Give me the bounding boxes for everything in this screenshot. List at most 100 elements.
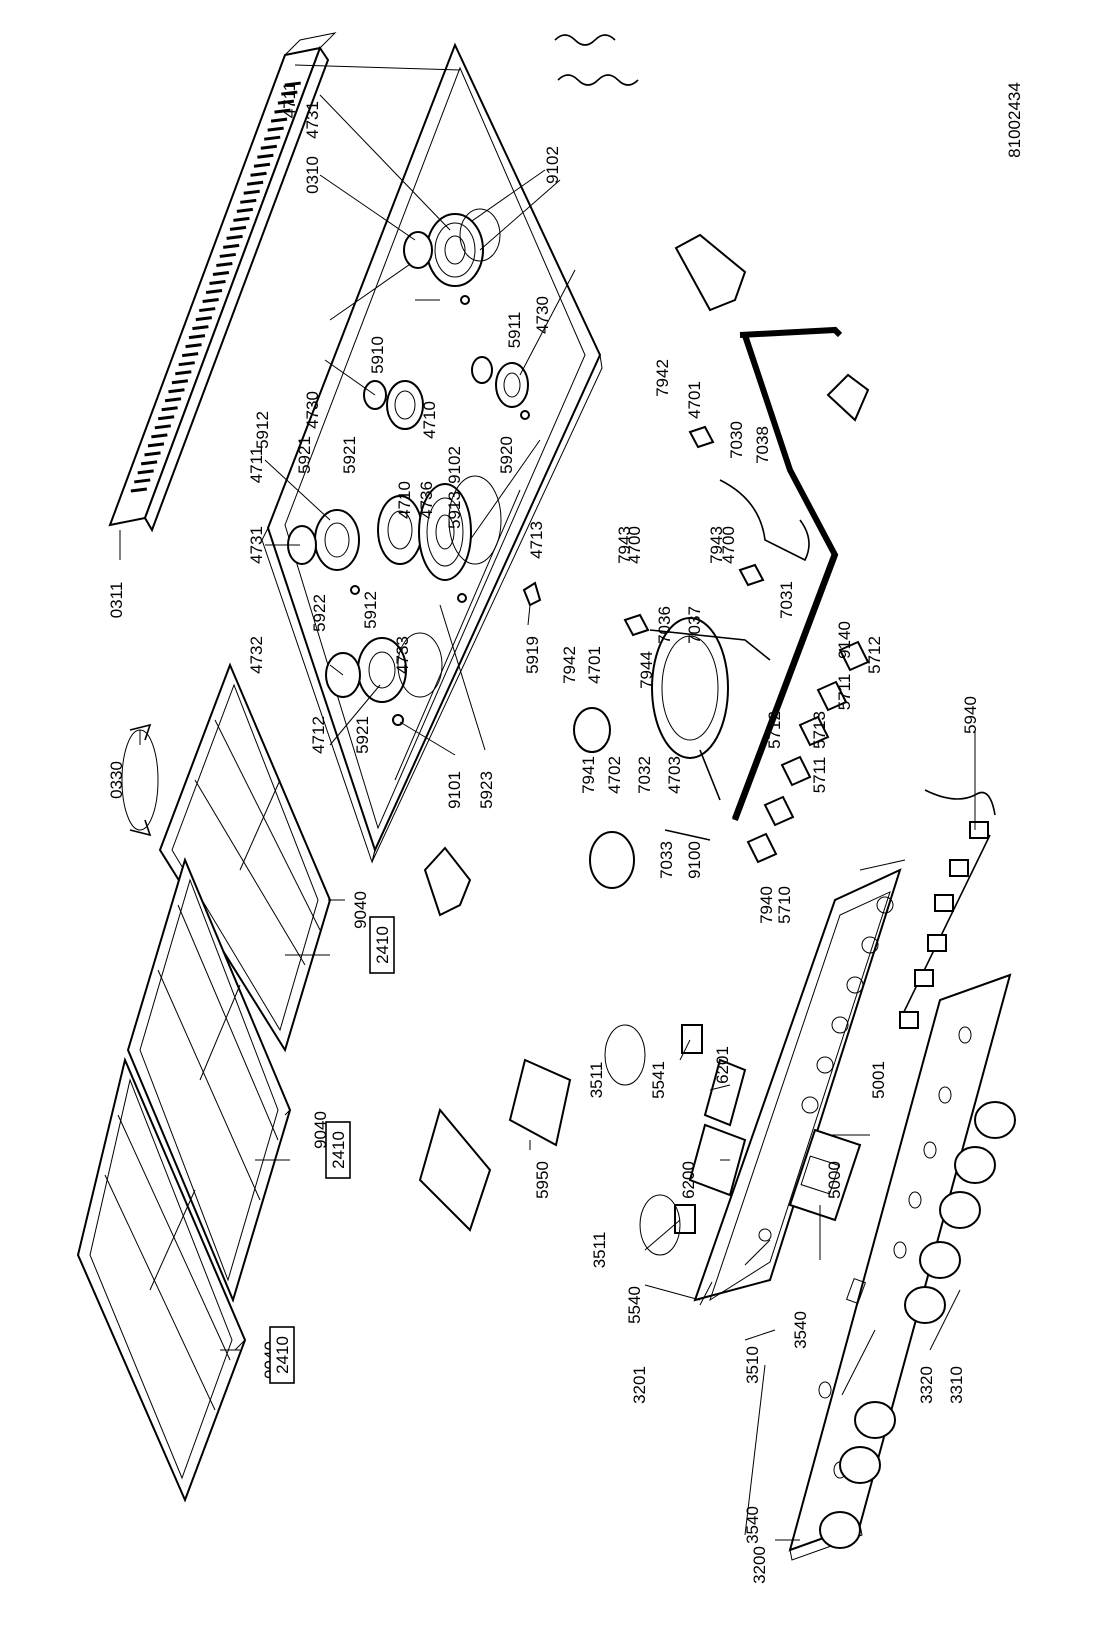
trim-slot [181, 352, 199, 358]
part-label: 5921 [340, 436, 359, 474]
part-label: 0330 [107, 761, 126, 799]
boxed-label-frame [325, 1121, 351, 1179]
part-label: 3320 [917, 1366, 936, 1404]
part-label: 9102 [445, 446, 464, 484]
boxed-part-label: 2410 [373, 926, 392, 964]
part-label: 5940 [961, 696, 980, 734]
trim-slot [219, 252, 236, 258]
trim-slot [209, 280, 226, 285]
part-label: 5000 [825, 1161, 844, 1199]
trim-slot [281, 90, 298, 96]
part-label: 7942 [653, 359, 672, 397]
boxed-part-label: 2410 [329, 1131, 348, 1169]
trim-slot [175, 370, 192, 376]
part-label: 5919 [523, 636, 542, 674]
trim-slot [264, 135, 281, 141]
part-label: 7033 [657, 841, 676, 879]
trim-slot [257, 153, 274, 159]
part-label: 5711 [835, 674, 854, 711]
part-label: 4712 [309, 716, 328, 754]
trim-slot [250, 171, 267, 177]
part-label: 4733 [393, 636, 412, 674]
part-label: 7038 [753, 426, 772, 464]
trim-slot [274, 108, 291, 114]
part-label: 3511 [590, 1232, 609, 1269]
trim-slot [140, 460, 158, 466]
part-label: 5540 [625, 1286, 644, 1324]
part-label: 4710 [395, 481, 414, 519]
rear-trim-strip [108, 32, 337, 533]
part-label: 7941 [579, 756, 598, 794]
hob-top-plate [261, 42, 603, 864]
part-label: 6200 [679, 1161, 698, 1199]
trim-slot [171, 379, 189, 385]
part-label: 7942 [560, 646, 579, 684]
part-label: 3510 [743, 1346, 762, 1384]
part-label: 5920 [497, 436, 516, 474]
part-label: 5911 [505, 312, 524, 349]
part-label: 5912 [253, 411, 272, 449]
trim-slot [226, 234, 243, 240]
part-label: 5922 [310, 594, 329, 632]
bracket-left [423, 846, 472, 917]
trim-slot [144, 451, 161, 457]
boxed-part-label: 2410 [273, 1336, 292, 1374]
trim-slot [195, 316, 213, 322]
part-label: 4736 [417, 481, 436, 519]
document-number: 81002434 [1005, 82, 1024, 158]
part-label: 0310 [303, 156, 322, 194]
trim-slot [178, 361, 195, 367]
control-frame [693, 859, 906, 1306]
part-label: 9100 [685, 841, 704, 879]
part-label: 3540 [791, 1311, 810, 1349]
clip-5919 [522, 581, 542, 607]
part-label: 3511 [587, 1062, 606, 1099]
trim-slot [154, 424, 171, 430]
trim-slot [212, 270, 230, 276]
trim-slot [161, 406, 178, 412]
burners [287, 208, 530, 726]
part-label: 9040 [351, 891, 370, 929]
glass-plate [418, 1107, 492, 1232]
part-label: 5950 [533, 1161, 552, 1199]
trim-slot [243, 189, 260, 195]
part-label: 7944 [637, 651, 656, 689]
part-label: 7031 [777, 581, 796, 619]
part-label: 5713 [810, 711, 829, 749]
switch-5540 [674, 1204, 696, 1234]
part-label: 5001 [869, 1061, 888, 1099]
trim-slot [199, 307, 216, 313]
ignition-module [508, 1058, 572, 1147]
trim-slot [267, 126, 284, 132]
valves [573, 425, 810, 889]
switch-5541 [681, 1024, 703, 1054]
part-label: 5710 [775, 886, 794, 924]
ignition-harness [899, 789, 996, 1029]
terminal-blocks [688, 1058, 747, 1197]
trim-slot [284, 81, 301, 87]
trim-slot [130, 487, 148, 493]
trim-slot [277, 99, 295, 105]
trim-slot [147, 442, 165, 448]
trim-slot [164, 397, 182, 403]
trim-slot [253, 162, 271, 168]
part-label: 5912 [361, 591, 380, 629]
part-label: 4701 [685, 381, 704, 419]
part-label: 7036 [655, 606, 674, 644]
part-label: 4710 [420, 401, 439, 439]
part-label: 4701 [585, 646, 604, 684]
part-label: 5711 [810, 757, 829, 794]
part-label: 5712 [865, 636, 884, 674]
part-label: 9140 [835, 621, 854, 659]
bracket-right [826, 373, 870, 422]
leader-lines [119, 64, 976, 1541]
part-label: 4730 [303, 391, 322, 429]
bracket-top-right [674, 233, 747, 312]
part-label: 4700 [719, 526, 738, 564]
part-label: 5921 [295, 436, 314, 474]
part-label: 3540 [743, 1506, 762, 1544]
part-label: 5712 [765, 711, 784, 749]
part-label: 3310 [947, 1366, 966, 1404]
part-label: 4703 [665, 756, 684, 794]
trim-slot [240, 198, 257, 204]
